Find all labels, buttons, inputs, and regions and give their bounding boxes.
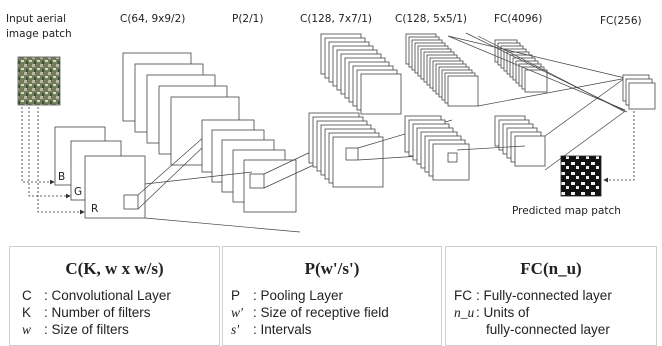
channel-g-label: G — [74, 186, 82, 198]
output-label: Predicted map patch — [512, 205, 621, 217]
conv2-label: C(128, 7x7/1) — [300, 13, 372, 25]
fc1-units — [495, 40, 547, 92]
legend-definition: : Pooling Layer — [253, 287, 343, 304]
legend-definition-text: : Size of receptive field — [253, 305, 389, 320]
legend-symbol: s' — [231, 321, 253, 338]
legend-symbol: n_u — [454, 304, 476, 338]
pool1-label: P(2/1) — [232, 13, 263, 25]
legend-definition-text: : Fully-connected layer — [476, 288, 612, 303]
legend-definition-text: : Pooling Layer — [253, 288, 343, 303]
fc1-label: FC(4096) — [494, 13, 542, 25]
predicted-map-image — [561, 156, 601, 196]
legend-fc-row: FC: Fully-connected layer — [454, 287, 656, 304]
legend-conv-row: C: Convolutional Layer — [22, 287, 219, 304]
fc2-units — [623, 75, 655, 109]
legend-definition: : Convolutional Layer — [44, 287, 171, 304]
channel-r-label: R — [91, 203, 98, 215]
legend-definition: : Fully-connected layer — [476, 287, 612, 304]
legend-symbol: P — [231, 287, 253, 304]
legend-fc-title: FC(n_u) — [446, 259, 656, 279]
legend-symbol: FC — [454, 287, 476, 304]
channel-b-label: B — [58, 171, 65, 183]
conv3-label: C(128, 5x5/1) — [395, 13, 467, 25]
fc2-label: FC(256) — [600, 15, 642, 27]
legend-definition-text: : Size of filters — [44, 322, 129, 337]
legend-definition-text: : Number of filters — [44, 305, 151, 320]
pool1-feature-maps — [202, 120, 296, 212]
legend-definition: : Intervals — [253, 321, 312, 338]
legend-definition-text: : Intervals — [253, 322, 312, 337]
legend-symbol: w' — [231, 304, 253, 321]
legend-definition: : Size of receptive field — [253, 304, 389, 321]
legend-pool-title: P(w'/s') — [223, 259, 441, 279]
legend-conv-row: K: Number of filters — [22, 304, 219, 321]
legend-definition: : Size of filters — [44, 321, 129, 338]
conv1-label: C(64, 9x9/2) — [120, 13, 185, 25]
legend-pool-row: w': Size of receptive field — [231, 304, 441, 321]
conv3-feature-maps — [406, 34, 478, 106]
legend-definition-text-cont: fully-connected layer — [476, 321, 610, 338]
input-label-line2: image patch — [6, 28, 72, 40]
input-label-line1: Input aerial — [6, 13, 66, 25]
legend-definition-text: : Convolutional Layer — [44, 288, 171, 303]
output-arrow — [604, 111, 634, 180]
conv3-lower-maps — [405, 116, 469, 180]
legend-conv-title: C(K, w x w/s) — [10, 259, 219, 279]
fc1-lower-units — [495, 116, 545, 166]
legend-symbol: C — [22, 287, 44, 304]
legend-pool-row: P: Pooling Layer — [231, 287, 441, 304]
legend-pool-row: s': Intervals — [231, 321, 441, 338]
legend-definition: : Number of filters — [44, 304, 151, 321]
legend-definition-text: : Units of — [476, 305, 529, 320]
input-aerial-image — [18, 57, 60, 105]
channel-maps — [55, 127, 145, 218]
conv2-lower-maps — [309, 113, 383, 187]
legend-conv-row: w: Size of filters — [22, 321, 219, 338]
legend-symbol: w — [22, 321, 44, 338]
conv2-feature-maps — [321, 34, 401, 114]
legend-symbol: K — [22, 304, 44, 321]
